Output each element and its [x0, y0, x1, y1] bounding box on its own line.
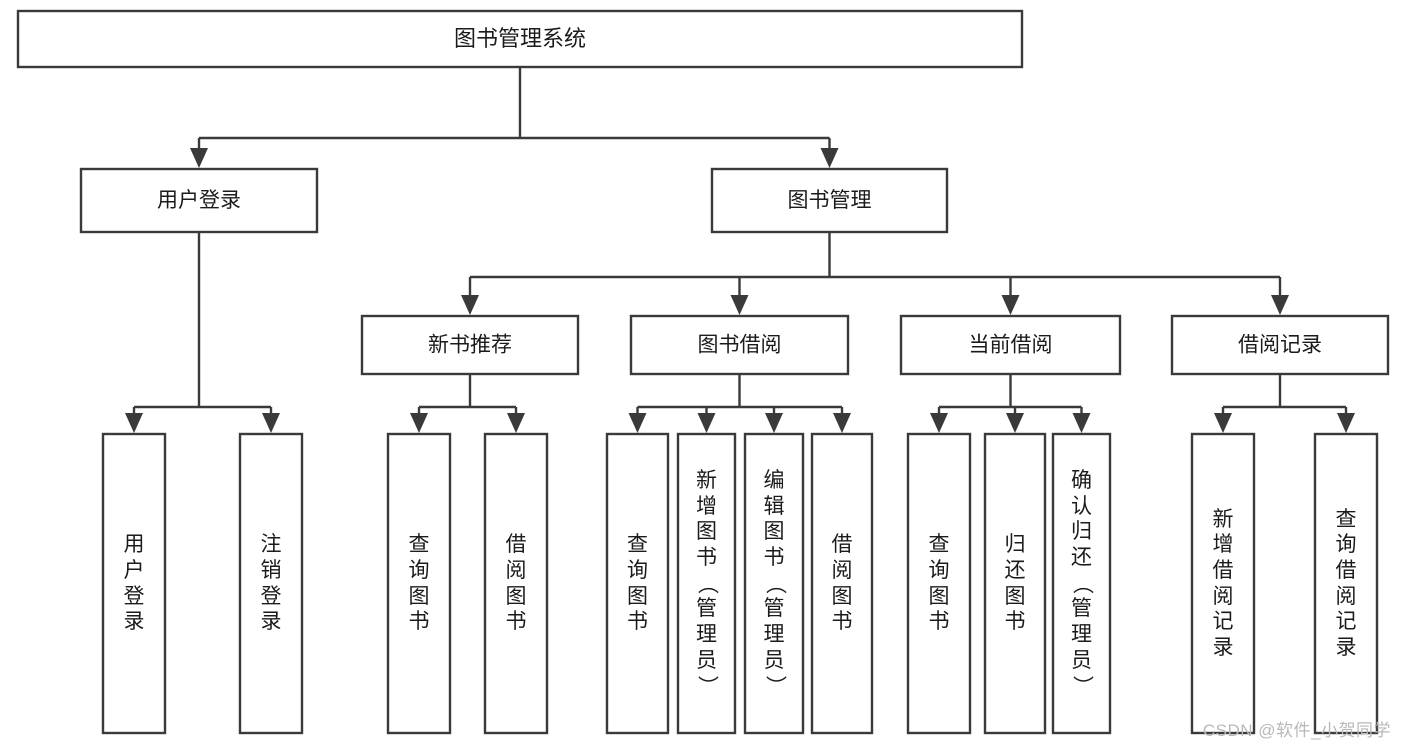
node-label-book-manage: 图书管理: [788, 189, 872, 212]
node-box-leaf-edit-book[interactable]: [743, 432, 805, 735]
node-label-book-borrow: 图书借阅: [698, 334, 782, 357]
node-box-leaf-confirm-return[interactable]: [1051, 432, 1112, 735]
node-box-leaf-borrow-book[interactable]: [810, 432, 874, 735]
arrow-head-icon: [628, 413, 647, 433]
watermark-text: CSDN @软件_小贺同学: [1202, 721, 1391, 740]
arrow-head-icon: [765, 413, 783, 433]
node-box-leaf-add-book[interactable]: [676, 432, 737, 735]
node-label-borrow-record: 借阅记录: [1238, 334, 1322, 357]
arrow-head-icon: [1001, 295, 1020, 315]
node-box-leaf-query-book-recommend[interactable]: [386, 432, 452, 735]
arrow-head-icon: [697, 413, 716, 433]
connector-layer: [125, 67, 1355, 433]
node-box-leaf-user-login[interactable]: [101, 432, 167, 735]
arrow-head-icon: [1337, 413, 1355, 433]
node-label-user-login: 用户登录: [157, 189, 241, 212]
arrow-head-icon: [461, 295, 479, 315]
arrow-head-icon: [410, 413, 428, 433]
node-box-current-borrow[interactable]: [899, 314, 1122, 376]
arrow-head-icon: [833, 413, 851, 433]
arrow-head-icon: [1006, 413, 1024, 433]
arrow-head-icon: [507, 413, 525, 433]
node-box-leaf-add-record[interactable]: [1190, 432, 1256, 735]
node-box-leaf-borrow-book-recommend[interactable]: [483, 432, 549, 735]
arrow-head-icon: [820, 148, 839, 168]
arrow-head-icon: [262, 413, 280, 433]
node-box-leaf-logout[interactable]: [238, 432, 304, 735]
arrow-head-icon: [190, 148, 208, 168]
node-box-leaf-query-book-borrow[interactable]: [605, 432, 670, 735]
node-box-user-login[interactable]: [79, 167, 319, 234]
arrow-head-icon: [730, 295, 749, 315]
arrow-head-icon: [1072, 413, 1091, 433]
node-label-new-book-recommend: 新书推荐: [428, 334, 512, 357]
arrow-head-icon: [125, 413, 143, 433]
node-box-book-borrow[interactable]: [629, 314, 850, 376]
node-label-root: 图书管理系统: [454, 26, 586, 51]
arrow-head-icon: [930, 413, 948, 433]
node-box-leaf-query-book-current[interactable]: [906, 432, 972, 735]
node-box-book-manage[interactable]: [710, 167, 949, 234]
node-box-layer: [16, 9, 1390, 735]
arrow-head-icon: [1271, 295, 1289, 315]
node-box-borrow-record[interactable]: [1170, 314, 1390, 376]
node-label-current-borrow: 当前借阅: [969, 334, 1053, 357]
node-box-leaf-return-book[interactable]: [983, 432, 1047, 735]
node-box-leaf-query-record[interactable]: [1313, 432, 1379, 735]
node-box-new-book-recommend[interactable]: [360, 314, 580, 376]
arrow-head-icon: [1214, 413, 1232, 433]
node-box-root[interactable]: [16, 9, 1024, 69]
